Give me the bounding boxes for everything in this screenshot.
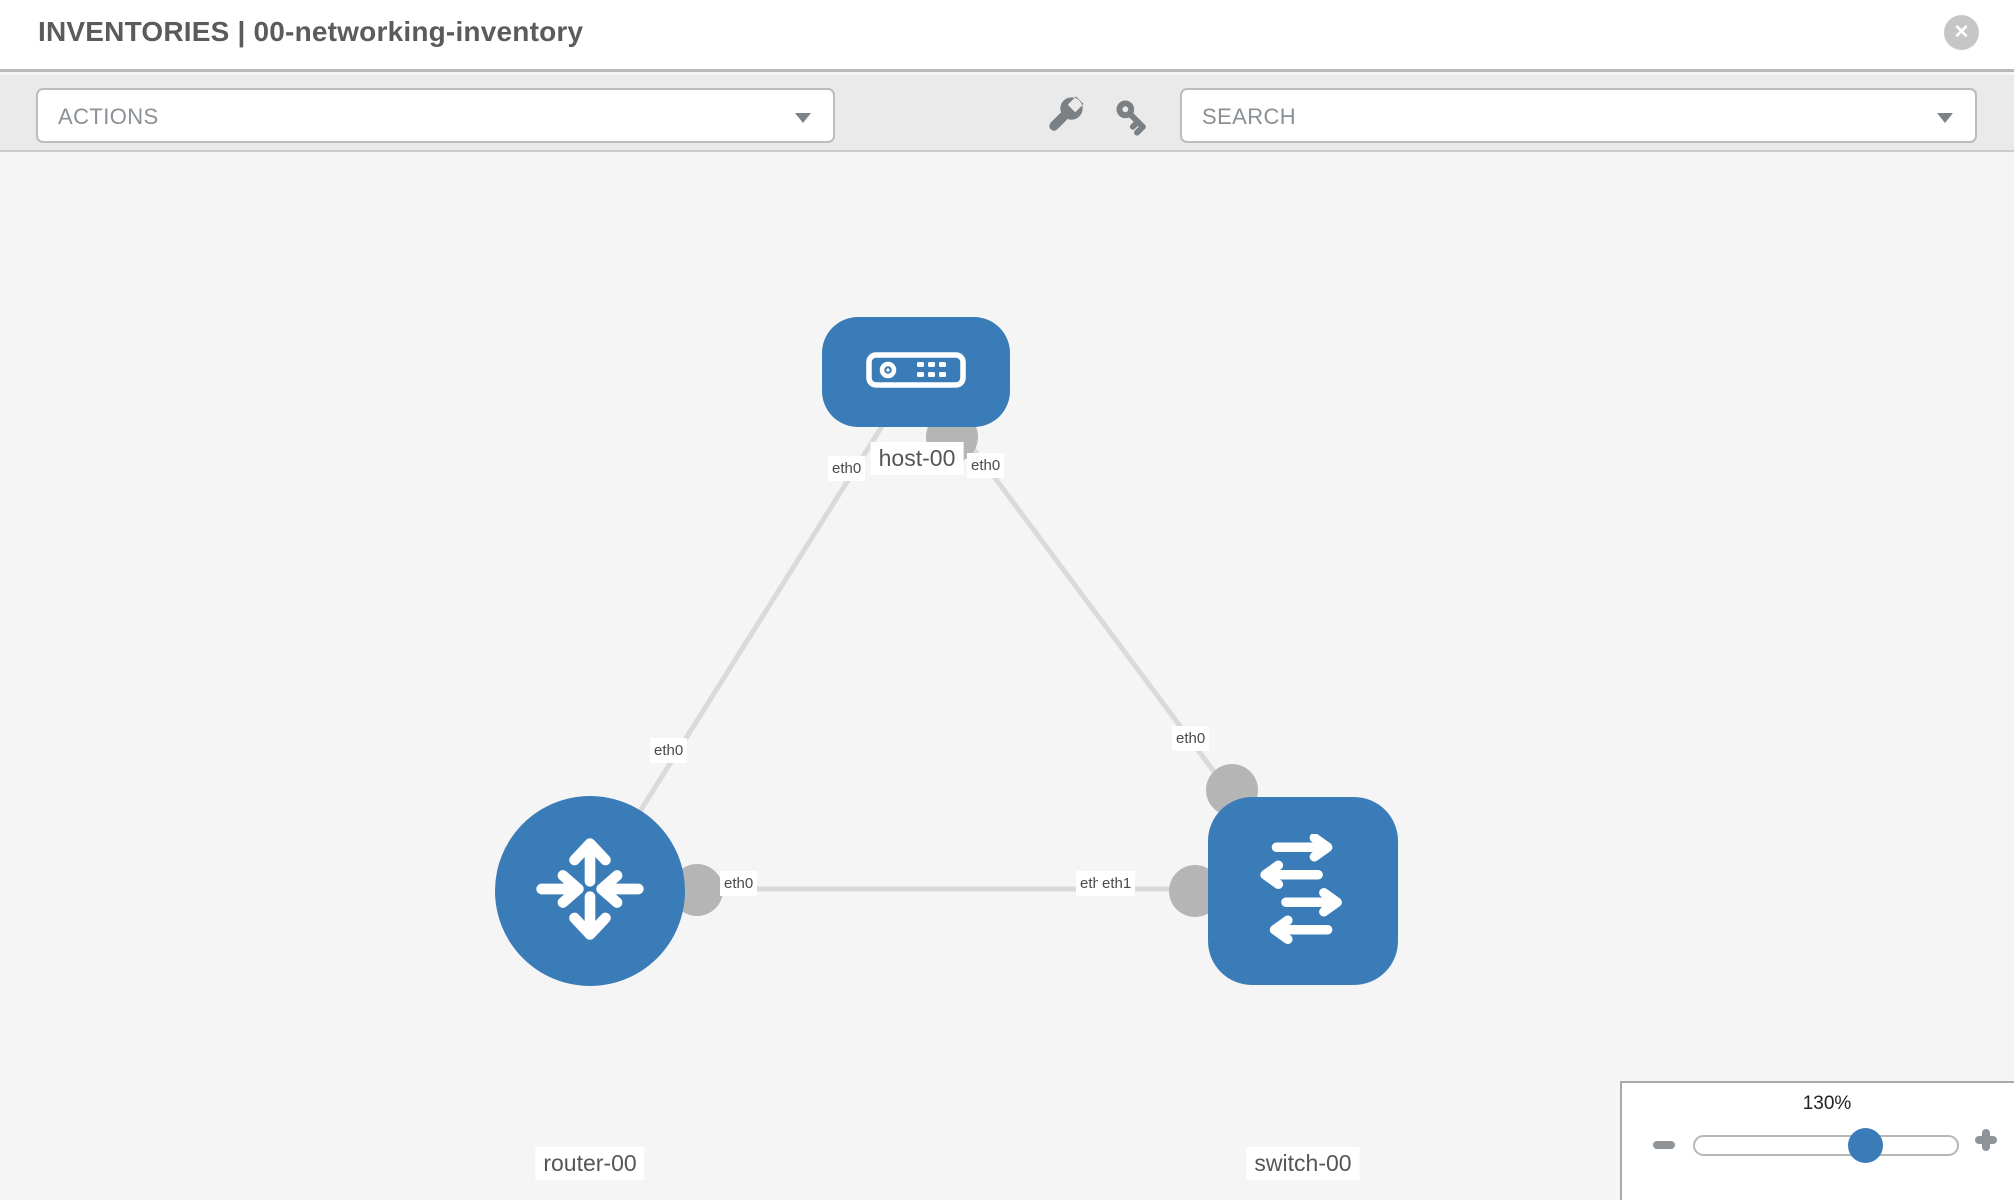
node-label-switch: switch-00	[1246, 1147, 1360, 1180]
zoom-slider-knob[interactable]	[1848, 1128, 1883, 1163]
page-title-section: INVENTORIES	[38, 16, 230, 47]
page-title: INVENTORIES | 00-networking-inventory	[38, 16, 583, 48]
node-label-router: router-00	[535, 1147, 645, 1180]
caret-down-icon	[795, 113, 811, 123]
actions-dropdown[interactable]: ACTIONS	[36, 88, 835, 143]
interface-label: eth0	[650, 738, 688, 763]
zoom-slider-track[interactable]	[1693, 1135, 1959, 1156]
toolbar: ACTIONS SEARCH	[0, 75, 2014, 152]
title-bar: INVENTORIES | 00-networking-inventory ✕	[0, 0, 2014, 72]
topology-canvas[interactable]: host-00 router-00 switch-00 eth0 eth0 et…	[0, 152, 2014, 1200]
zoom-in-button[interactable]	[1973, 1127, 1999, 1153]
zoom-control-panel: 130%	[1620, 1081, 2014, 1200]
search-dropdown[interactable]: SEARCH	[1180, 88, 1977, 143]
search-dropdown-label: SEARCH	[1202, 104, 1297, 129]
node-router-00[interactable]	[495, 796, 685, 986]
interface-label: eth0	[720, 871, 758, 896]
host-device-icon	[866, 351, 966, 394]
node-label-host: host-00	[870, 442, 964, 475]
interface-label: eth0	[967, 453, 1005, 478]
caret-down-icon	[1937, 113, 1953, 123]
zoom-level-value: 130%	[1802, 1093, 1852, 1114]
interface-label: eth0	[1172, 726, 1210, 751]
plus-icon	[1982, 1129, 1990, 1151]
node-switch-00[interactable]	[1208, 797, 1398, 985]
interface-label: eth1	[1098, 871, 1136, 896]
key-button[interactable]	[1110, 95, 1154, 139]
switch-icon	[1244, 832, 1362, 949]
zoom-out-button[interactable]	[1651, 1133, 1677, 1157]
minus-icon	[1653, 1141, 1675, 1149]
key-icon	[1112, 100, 1152, 139]
wrench-icon	[1044, 95, 1084, 139]
topology-links	[587, 370, 1306, 893]
page-title-inventory-name: 00-networking-inventory	[253, 16, 584, 47]
node-host-00[interactable]	[822, 317, 1010, 427]
interface-label: eth0	[828, 456, 866, 481]
close-button[interactable]: ✕	[1944, 15, 1979, 50]
close-icon: ✕	[1953, 22, 1970, 43]
actions-dropdown-label: ACTIONS	[58, 104, 159, 129]
tools-button[interactable]	[1042, 95, 1086, 139]
router-icon	[532, 831, 648, 952]
page-title-separator: |	[229, 16, 254, 47]
